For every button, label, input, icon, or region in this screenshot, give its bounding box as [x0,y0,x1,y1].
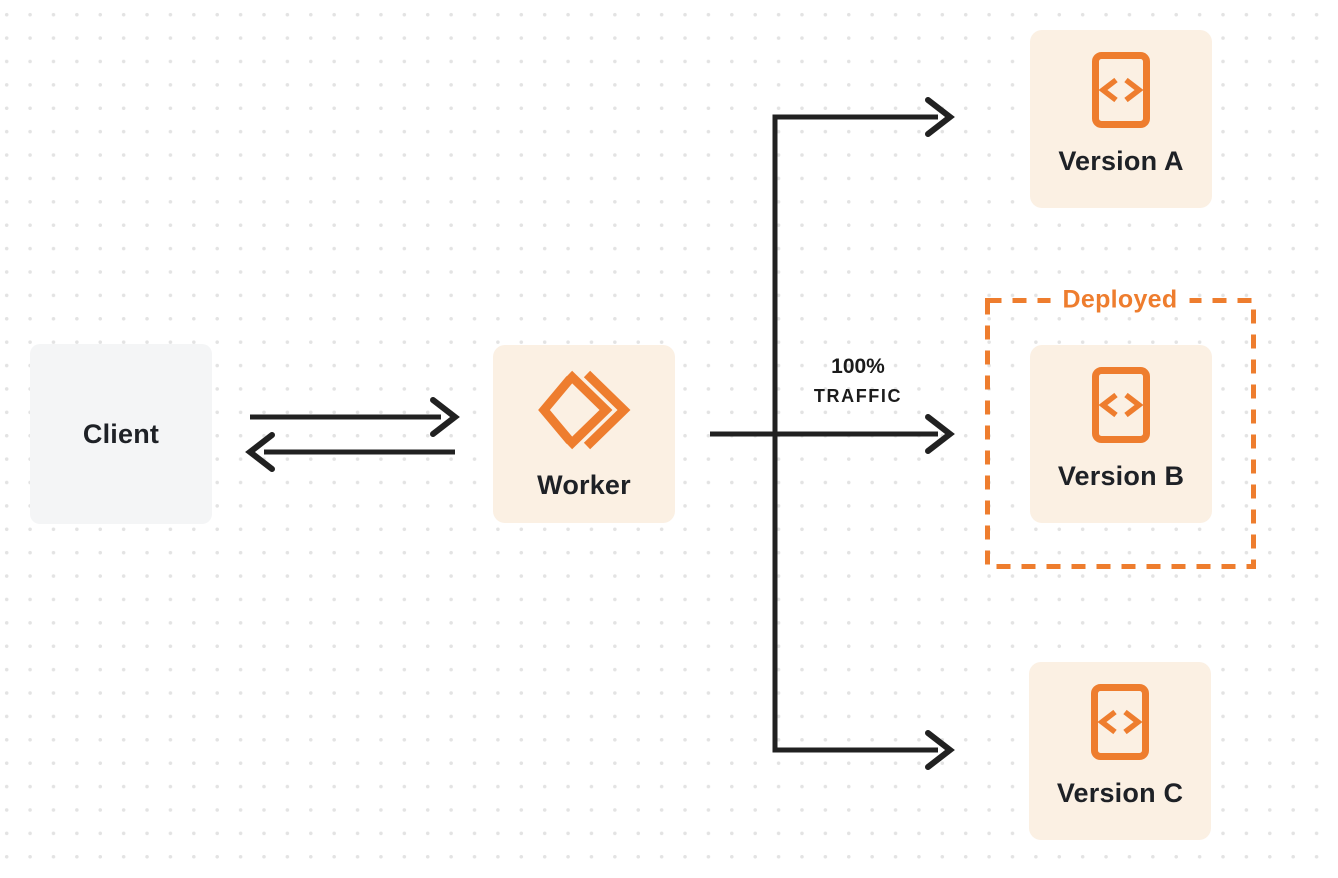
code-document-icon [1091,684,1149,765]
traffic-word-text: TRAFFIC [813,386,903,406]
version-b-label: Version B [1057,461,1185,491]
arrowhead-version-a-icon [925,97,955,137]
code-document-icon [1092,367,1150,448]
version-a-node: Version A [1030,30,1212,208]
arrow-worker-to-client [245,432,455,472]
version-a-label: Version A [1058,146,1184,176]
arrow-client-to-worker [250,397,460,437]
branch-trunk-line [772,114,938,753]
deployed-label: Deployed [1050,285,1190,315]
client-node: Client [30,344,212,524]
arrowhead-right-icon [430,397,460,437]
traffic-percent-text: 100% [831,355,885,378]
arrowhead-left-icon [245,432,275,472]
traffic-edge-label: 100% TRAFFIC [814,355,902,407]
workers-chevron-diamond-icon [536,367,632,456]
version-c-label: Version C [1056,778,1184,808]
version-b-node: Version B [1030,345,1212,523]
client-label: Client [82,418,160,449]
worker-node: Worker [493,345,675,523]
code-document-icon [1092,52,1150,133]
version-c-node: Version C [1029,662,1211,840]
arrowhead-version-b-icon [925,414,955,454]
worker-label: Worker [537,470,631,500]
arrowhead-version-c-icon [925,730,955,770]
